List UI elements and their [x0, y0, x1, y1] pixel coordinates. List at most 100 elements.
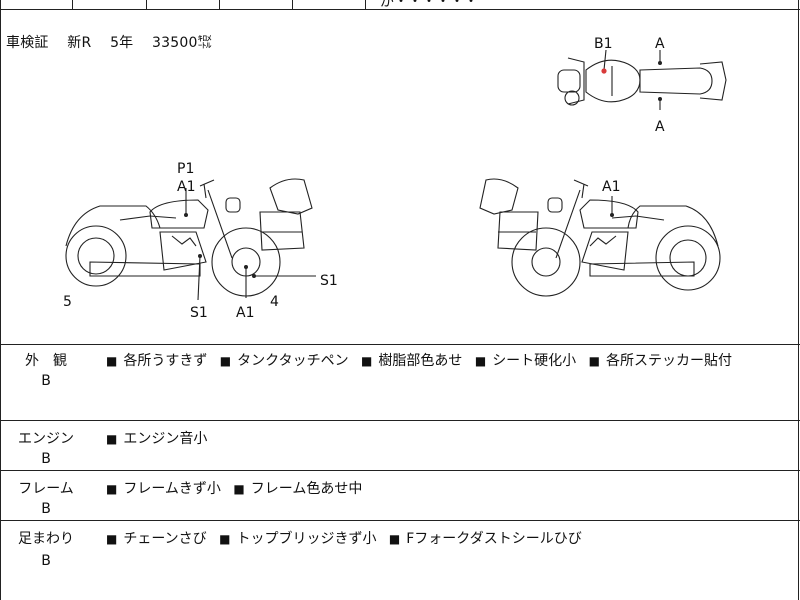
label-a1-upper: A1: [177, 179, 195, 195]
right-seat-line: [611, 215, 665, 221]
header-cell-divider: [72, 0, 73, 9]
right-headlight: [547, 197, 563, 213]
motorcycle-right-side-view: [479, 178, 721, 297]
condition-grade-engine: B: [41, 451, 51, 467]
condition-note: フレーム色あせ中: [233, 481, 362, 497]
top-header-strip: が・・・・・・: [0, 0, 800, 10]
damage-marker-a1-lower: [244, 265, 248, 269]
label-s1-lower: S1: [190, 305, 208, 321]
right-side-case: [497, 211, 539, 251]
left-side-case: [259, 211, 305, 251]
condition-note: チェーンさび: [106, 531, 207, 547]
section-divider: [0, 344, 800, 345]
frame-left-border: [0, 0, 1, 600]
registration-status: 新R: [67, 35, 92, 51]
condition-notes-exterior: 各所うすきず タンクタッチペン 樹脂部色あせ シート硬化小 各所ステッカー貼付: [106, 350, 740, 370]
right-front-hub: [669, 239, 707, 277]
registration-label: 車検証: [6, 35, 49, 51]
right-engine-fin: [589, 235, 617, 247]
left-front-hub: [77, 237, 115, 275]
condition-title-suspension: 足まわり: [18, 531, 74, 547]
left-engine-block: [159, 231, 207, 271]
row-divider: [0, 420, 800, 421]
damage-marker-s1-right: [252, 274, 256, 278]
leader-b1-top: [603, 49, 607, 71]
label-b1: B1: [594, 36, 613, 52]
right-engine-block: [581, 231, 629, 271]
left-front-wheel: [65, 225, 127, 287]
label-a1-lower: A1: [236, 305, 254, 321]
right-exhaust: [589, 261, 695, 277]
top-mirror-shape: [564, 90, 580, 106]
label-a-bottom: A: [655, 119, 665, 135]
label-a-top: A: [655, 36, 665, 52]
registration-years: 5年: [110, 35, 134, 51]
left-engine-fin: [171, 235, 197, 247]
label-a1-right: A1: [602, 179, 620, 195]
left-headlight: [225, 197, 241, 213]
header-text-fragment: が・・・・・・: [380, 0, 478, 10]
condition-grade-suspension: B: [41, 553, 51, 569]
condition-notes-engine: エンジン音小: [106, 428, 215, 448]
right-front-fender: [627, 205, 719, 247]
damage-marker-a1-right: [610, 213, 614, 217]
right-mirror-stem: [581, 183, 585, 199]
condition-title-engine: エンジン: [18, 431, 74, 447]
top-rear-carrier: [699, 61, 727, 101]
damage-marker-a-top: [658, 61, 662, 65]
condition-title-frame: フレーム: [18, 481, 74, 497]
label-s1-right: S1: [320, 273, 338, 289]
condition-note: シート硬化小: [475, 353, 576, 369]
condition-grade-frame: B: [41, 501, 51, 517]
condition-note: Fフォークダストシールひび: [389, 531, 582, 547]
right-front-fork: [555, 189, 581, 259]
top-fuel-tank: [585, 59, 641, 103]
damage-marker-s1-lower: [198, 254, 202, 258]
condition-note: タンクタッチペン: [220, 353, 349, 369]
top-handlebar-left: [567, 57, 585, 105]
header-cell-divider: [292, 0, 293, 9]
left-front-fork: [207, 189, 233, 259]
condition-note: トップブリッジきず小: [219, 531, 376, 547]
left-mirror-stem: [203, 183, 207, 199]
label-4: 4: [270, 294, 279, 310]
left-front-fender: [65, 205, 161, 247]
condition-note: エンジン音小: [106, 431, 207, 447]
row-divider: [0, 520, 800, 521]
label-5: 5: [63, 294, 72, 310]
motorcycle-left-side-view: [65, 178, 316, 301]
header-cell-divider: [219, 0, 220, 9]
right-rear-hub: [531, 247, 561, 277]
registration-line: 車検証 新R 5年 33500㌖: [6, 32, 212, 52]
damage-marker-a-bottom: [658, 97, 662, 101]
damage-marker-b1: [601, 68, 607, 74]
condition-note: 各所うすきず: [106, 353, 207, 369]
damage-marker-a1-tank: [184, 213, 188, 217]
row-divider: [0, 470, 800, 471]
right-handlebar: [573, 179, 589, 187]
top-front-fender: [557, 69, 581, 93]
motorcycle-top-view: [557, 49, 727, 110]
condition-title-exterior: 外 観: [25, 353, 67, 369]
leader-s1-lower: [197, 255, 201, 301]
left-fuel-tank: [149, 199, 209, 229]
right-fuel-tank: [579, 199, 639, 229]
condition-notes-suspension: チェーンさび トップブリッジきず小 Fフォークダストシールひび: [106, 528, 590, 548]
right-front-wheel: [655, 225, 721, 291]
condition-notes-frame: フレームきず小 フレーム色あせ中: [106, 478, 370, 498]
right-rear-wheel: [511, 227, 581, 297]
condition-note: フレームきず小: [106, 481, 221, 497]
header-cell-divider: [365, 0, 366, 9]
condition-note: 樹脂部色あせ: [361, 353, 462, 369]
left-exhaust: [89, 261, 201, 277]
left-windscreen: [269, 178, 313, 215]
header-cell-divider: [146, 0, 147, 9]
condition-grade-exterior: B: [41, 373, 51, 389]
condition-note: 各所ステッカー貼付: [589, 353, 732, 369]
right-windscreen: [479, 178, 519, 215]
top-seat: [639, 67, 713, 95]
registration-mileage: 33500㌖: [152, 35, 212, 51]
left-handlebar: [199, 179, 215, 187]
damage-diagram: B1 A A P1 A1 S1 5 S1 A1 4 A1: [63, 36, 727, 321]
